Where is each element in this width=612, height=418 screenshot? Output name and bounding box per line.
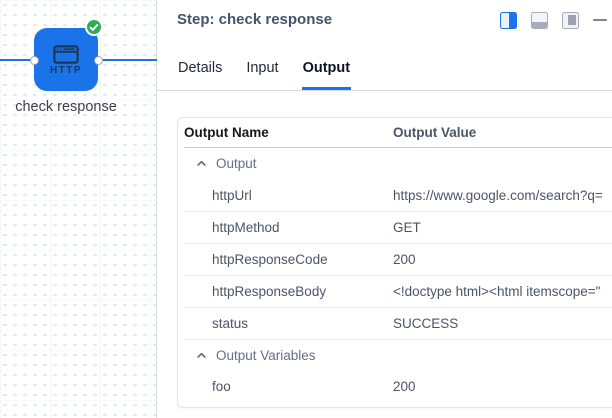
connector-line-left bbox=[0, 59, 33, 61]
table-row: httpResponseBody <!doctype html><html it… bbox=[184, 275, 612, 307]
layout-panel-bottom-icon[interactable] bbox=[531, 11, 548, 29]
tab-output[interactable]: Output bbox=[301, 60, 352, 90]
output-value: 200 bbox=[393, 378, 416, 394]
step-detail-panel: Step: check response Details Input Outpu… bbox=[157, 0, 612, 418]
table-header-row: Output Name Output Value bbox=[184, 118, 612, 148]
layout-panel-floating-icon[interactable] bbox=[562, 11, 579, 29]
table-row: httpMethod GET bbox=[184, 211, 612, 243]
success-check-badge bbox=[85, 18, 103, 36]
output-name: httpResponseCode bbox=[212, 252, 328, 267]
output-name: foo bbox=[212, 378, 231, 394]
panel-title: Step: check response bbox=[177, 11, 333, 28]
output-name: status bbox=[212, 316, 249, 331]
tab-input[interactable]: Input bbox=[246, 60, 279, 76]
output-port[interactable] bbox=[93, 55, 103, 65]
table-row: foo 200 bbox=[184, 370, 612, 402]
group-row-output[interactable]: Output bbox=[184, 148, 612, 179]
column-header-output-name: Output Name bbox=[184, 125, 269, 140]
chevron-up-icon[interactable] bbox=[196, 158, 207, 169]
output-value: <!doctype html><html itemscope=" bbox=[393, 284, 601, 299]
node-label: check response bbox=[15, 99, 117, 115]
output-value: SUCCESS bbox=[393, 316, 459, 331]
output-value: GET bbox=[393, 220, 421, 235]
connector-line-right bbox=[98, 59, 157, 61]
table-row: httpUrl https://www.google.com/search?q= bbox=[184, 179, 612, 211]
minimize-icon[interactable] bbox=[593, 12, 607, 29]
output-table: Output Name Output Value Output httpUrl … bbox=[177, 117, 612, 408]
group-label: Output Variables bbox=[216, 347, 316, 363]
http-step-node[interactable]: HTTP bbox=[34, 28, 98, 91]
table-row: status SUCCESS bbox=[184, 307, 612, 339]
input-port[interactable] bbox=[29, 55, 39, 65]
output-value: 200 bbox=[393, 252, 416, 267]
tab-details[interactable]: Details bbox=[178, 60, 223, 76]
tab-bar: Details Input Output bbox=[177, 60, 352, 90]
panel-toolbar bbox=[500, 11, 607, 29]
node-card-text: HTTP bbox=[49, 65, 83, 76]
chevron-up-icon[interactable] bbox=[196, 350, 207, 361]
layout-panel-right-icon[interactable] bbox=[500, 11, 517, 29]
output-value: https://www.google.com/search?q= bbox=[393, 187, 603, 203]
output-name: httpResponseBody bbox=[212, 284, 327, 299]
group-row-output-variables[interactable]: Output Variables bbox=[184, 339, 612, 370]
check-icon bbox=[89, 23, 99, 31]
tab-divider bbox=[157, 90, 612, 91]
table-row: httpResponseCode 200 bbox=[184, 243, 612, 275]
column-header-output-value: Output Value bbox=[393, 125, 477, 140]
output-name: httpUrl bbox=[212, 187, 252, 203]
browser-window-icon bbox=[53, 45, 79, 64]
output-name: httpMethod bbox=[212, 220, 280, 235]
workflow-canvas[interactable]: HTTP check response bbox=[0, 0, 157, 418]
group-label: Output bbox=[216, 156, 257, 171]
